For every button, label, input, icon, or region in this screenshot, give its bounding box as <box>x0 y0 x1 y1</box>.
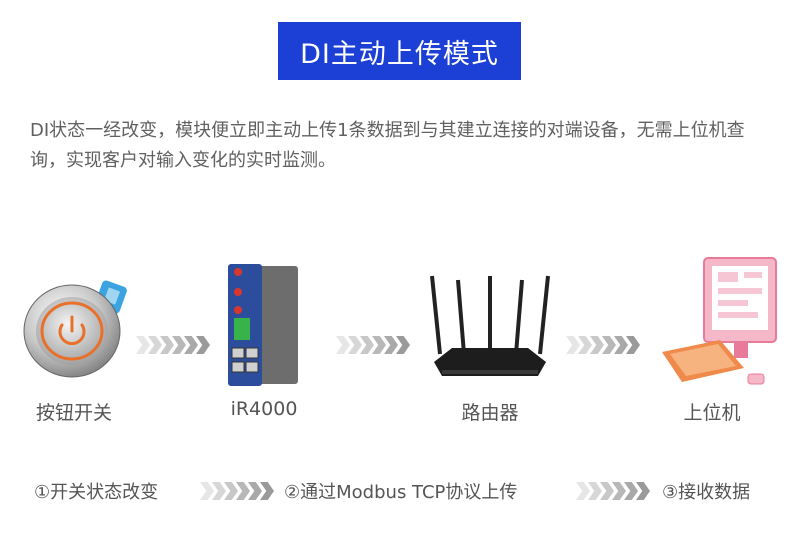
chevron-icon <box>602 336 616 354</box>
chevron-icon <box>624 482 638 500</box>
chevron-icon <box>348 336 362 354</box>
flow-arrow-1 <box>136 336 210 354</box>
chevron-icon <box>588 482 602 500</box>
chevron-icon <box>600 482 614 500</box>
chevron-icon <box>626 336 640 354</box>
push-button-switch-icon <box>18 275 138 385</box>
chevron-icon <box>336 336 350 354</box>
chevron-icon <box>160 336 174 354</box>
chevron-icon <box>248 482 262 500</box>
flow-arrow-2 <box>336 336 410 354</box>
chevron-icon <box>148 336 162 354</box>
chevron-icon <box>636 482 650 500</box>
step-arrow-1 <box>200 482 274 500</box>
chevron-icon <box>590 336 604 354</box>
chevron-icon <box>396 336 410 354</box>
device-label-button-switch: 按钮开关 <box>35 402 112 424</box>
chevron-icon <box>384 336 398 354</box>
step-arrow-2 <box>576 482 650 500</box>
chevron-icon <box>224 482 238 500</box>
chevron-icon <box>566 336 580 354</box>
step-label-3: ③接收数据 <box>662 482 751 503</box>
router-icon <box>428 272 552 382</box>
chevron-icon <box>172 336 186 354</box>
title-banner: DI主动上传模式 <box>278 22 521 80</box>
device-label-computer: 上位机 <box>683 402 741 424</box>
chevron-icon <box>576 482 590 500</box>
chevron-icon <box>260 482 274 500</box>
ir4000-module-icon <box>222 262 302 390</box>
step-label-2: ②通过Modbus TCP协议上传 <box>284 482 518 503</box>
chevron-icon <box>136 336 150 354</box>
step-label-1: ①开关状态改变 <box>34 482 159 503</box>
chevron-icon <box>578 336 592 354</box>
computer-icon <box>660 256 780 392</box>
chevron-icon <box>196 336 210 354</box>
device-label-router: 路由器 <box>461 402 519 424</box>
chevron-icon <box>212 482 226 500</box>
chevron-icon <box>360 336 374 354</box>
description-text: DI状态一经改变，模块便立即主动上传1条数据到与其建立连接的对端设备，无需上位机… <box>30 120 745 171</box>
chevron-icon <box>372 336 386 354</box>
chevron-icon <box>184 336 198 354</box>
page-title: DI主动上传模式 <box>300 38 499 70</box>
chevron-icon <box>200 482 214 500</box>
chevron-icon <box>614 336 628 354</box>
chevron-icon <box>236 482 250 500</box>
device-label-ir4000: iR4000 <box>230 398 298 420</box>
flow-arrow-3 <box>566 336 640 354</box>
chevron-icon <box>612 482 626 500</box>
